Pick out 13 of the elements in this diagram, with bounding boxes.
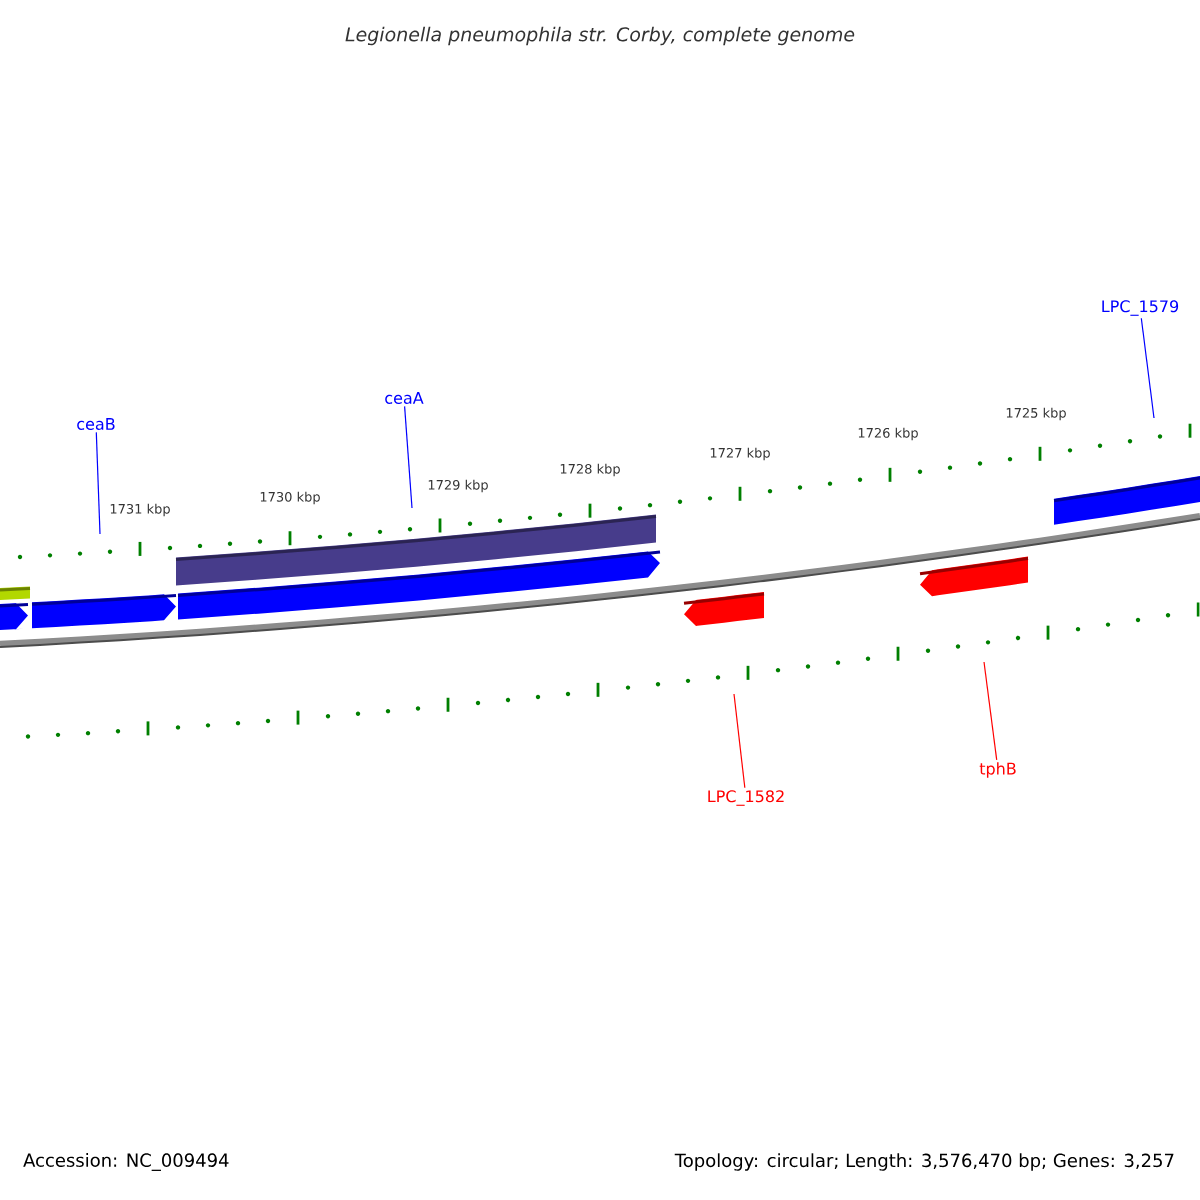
leader-line — [733, 693, 746, 789]
gene-label: LPC_1582 — [708, 790, 784, 806]
title: Legionella pneumophila str. Corby, complete genome — [345, 26, 855, 46]
genome-info-text: Topology: circular; Length: 3,576,470 bp; Genes: 3,257 — [674, 1153, 1174, 1171]
leader-line — [95, 431, 101, 535]
gene-label: ceaA — [385, 392, 424, 404]
leader-line — [983, 661, 998, 761]
gene-label: ceaB — [77, 418, 115, 430]
accession-text: Accession: NC_009494 — [23, 1153, 229, 1171]
gene-label: tphB — [979, 762, 1016, 778]
leader-line — [1140, 317, 1155, 419]
leader-line — [404, 405, 413, 509]
gene-label: LPC_1579 — [1102, 300, 1179, 316]
